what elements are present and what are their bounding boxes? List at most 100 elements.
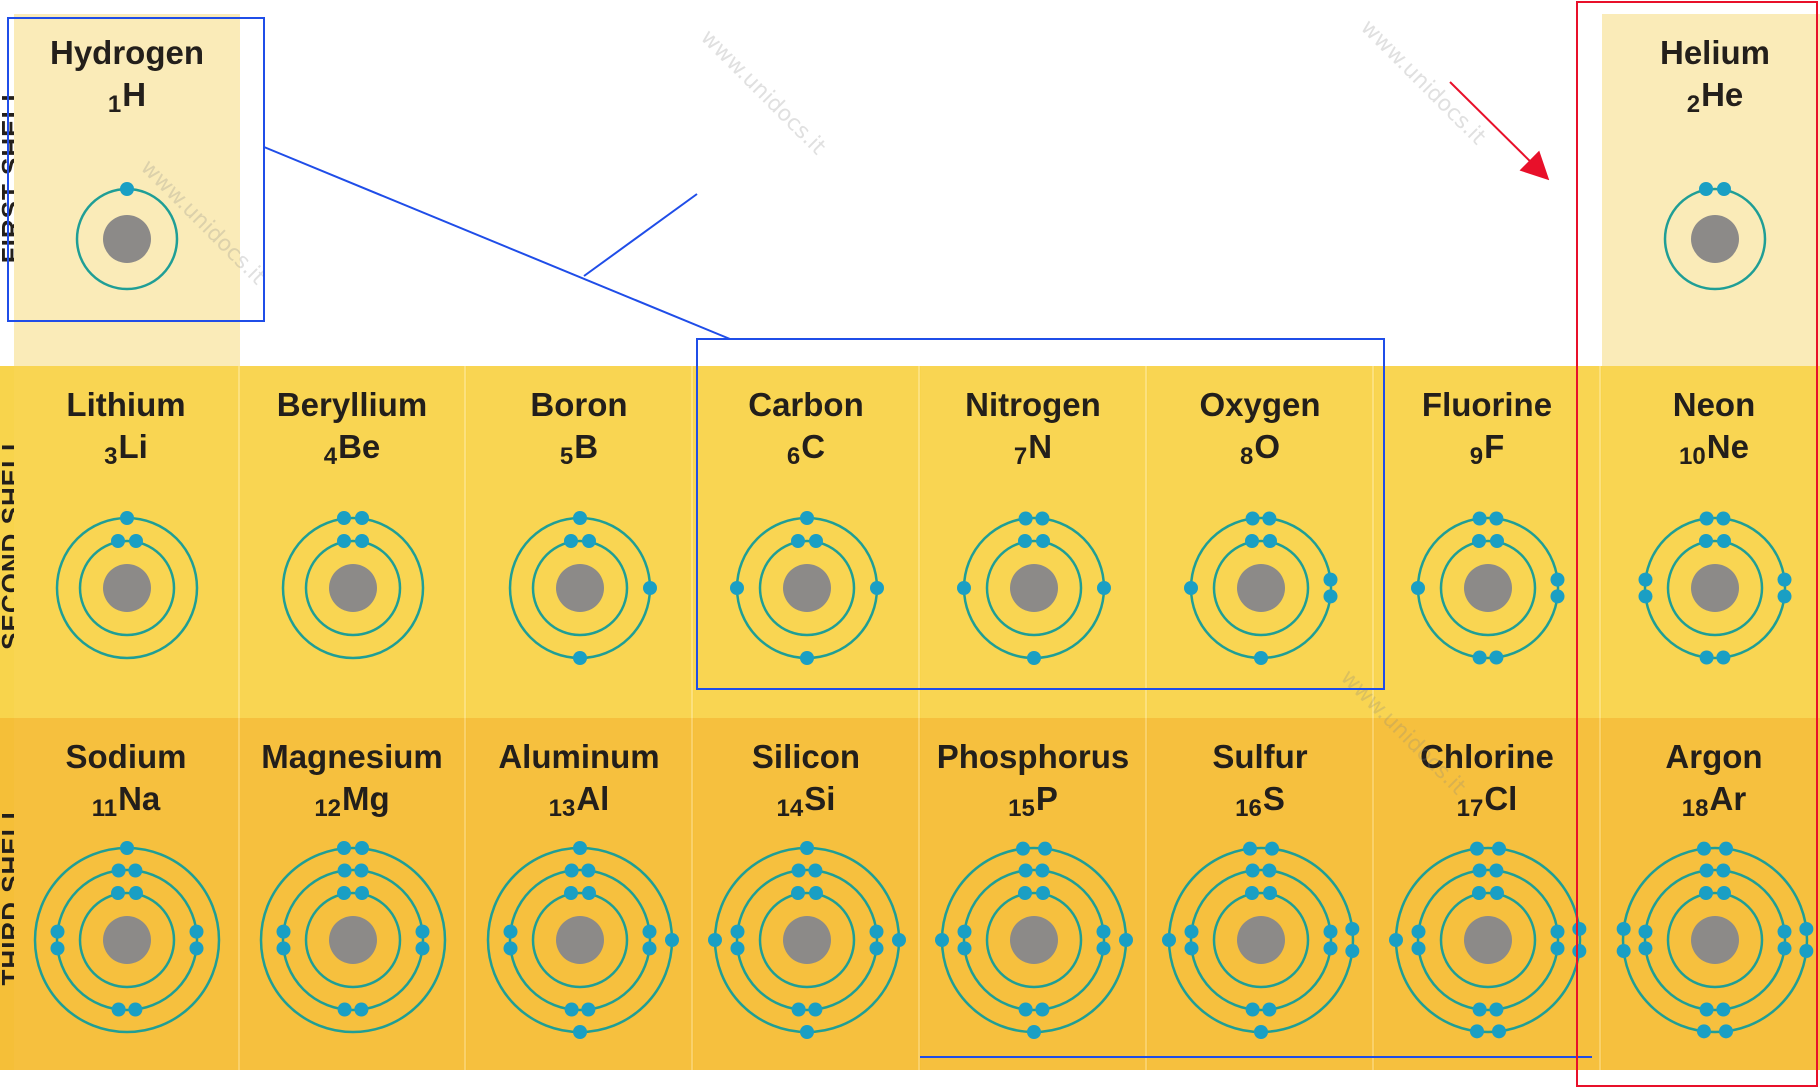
electron [1469, 1024, 1484, 1039]
electron [1245, 534, 1259, 548]
atom-diagram [75, 182, 179, 291]
atom-diagram [486, 841, 679, 1039]
electron-shell [735, 868, 879, 1012]
electron-shell [78, 539, 176, 637]
electron [1490, 534, 1504, 548]
electron [337, 841, 351, 855]
electron [730, 941, 745, 956]
electron [1799, 944, 1814, 959]
electron-shell [1439, 891, 1537, 989]
electron [120, 841, 134, 855]
element-name: Boron [530, 386, 628, 423]
symbol-text: Li [118, 428, 148, 465]
nucleus [1691, 564, 1739, 612]
electron [1490, 886, 1504, 900]
nucleus [783, 564, 831, 612]
electron [1036, 886, 1050, 900]
nucleus [1691, 215, 1739, 263]
element-name: Aluminum [498, 738, 660, 775]
nucleus [1237, 916, 1285, 964]
atom-diagram [508, 511, 657, 665]
electron [1411, 581, 1425, 595]
electron [1254, 1025, 1268, 1039]
electron [800, 651, 814, 665]
electron-shell [531, 891, 629, 989]
electron [791, 886, 805, 900]
electron [1699, 863, 1714, 878]
element-name: Silicon [751, 738, 861, 775]
element-symbol: 17Cl [1375, 780, 1599, 823]
electron [1323, 924, 1338, 939]
electron [1035, 511, 1050, 526]
electron [111, 534, 125, 548]
element-name: Beryllium [276, 386, 428, 423]
electron [1550, 924, 1565, 939]
electron [1323, 572, 1338, 587]
electron [1323, 589, 1338, 604]
electron [355, 841, 369, 855]
electron [1492, 841, 1507, 856]
electron-shell [55, 868, 199, 1012]
electron [1717, 886, 1731, 900]
electron [1096, 941, 1111, 956]
watermark: www.unidocs.it [695, 25, 831, 160]
electron [129, 886, 143, 900]
atom-diagram [1411, 511, 1565, 665]
electron [129, 534, 143, 548]
electron [1489, 650, 1504, 665]
electron [128, 863, 143, 878]
electron [1638, 924, 1653, 939]
nucleus [103, 215, 151, 263]
electron [1018, 1002, 1033, 1017]
electron [189, 941, 204, 956]
electron [1345, 921, 1360, 936]
electron [128, 1002, 143, 1017]
element-name: Lithium [66, 386, 186, 423]
symbol-text: Na [118, 780, 161, 817]
electron [1777, 589, 1792, 604]
electron [1696, 841, 1711, 856]
element-name: Fluorine [1421, 386, 1553, 423]
electron [1699, 886, 1713, 900]
electron [869, 924, 884, 939]
electron [1263, 534, 1277, 548]
electron [1018, 511, 1033, 526]
electron-shell [531, 539, 629, 637]
electron [564, 886, 578, 900]
electron [337, 886, 351, 900]
atom-diagram [957, 511, 1111, 665]
electron-shell [1439, 539, 1537, 637]
electron [1716, 1002, 1731, 1017]
electron [870, 581, 884, 595]
electron [337, 1002, 352, 1017]
electron-shell [1189, 868, 1333, 1012]
electron [1472, 650, 1487, 665]
electron [564, 863, 579, 878]
symbol-text: Si [804, 780, 836, 817]
atom-diagram [1638, 511, 1792, 665]
electron [730, 581, 744, 595]
electron [1262, 511, 1277, 526]
electron [869, 941, 884, 956]
nucleus [103, 564, 151, 612]
electron [1572, 921, 1587, 936]
watermark: www.unidocs.it [1355, 15, 1491, 150]
connector-line [263, 146, 731, 340]
electron [1719, 841, 1734, 856]
electron [1245, 863, 1260, 878]
electron [1492, 1024, 1507, 1039]
electron [581, 1002, 596, 1017]
electron [1472, 511, 1487, 526]
electron-shell [281, 516, 425, 660]
nucleus [1464, 564, 1512, 612]
electron [582, 534, 596, 548]
electron [337, 511, 351, 525]
electron [643, 581, 657, 595]
atom-diagram [259, 841, 447, 1034]
element-symbol: 14Si [694, 780, 918, 823]
